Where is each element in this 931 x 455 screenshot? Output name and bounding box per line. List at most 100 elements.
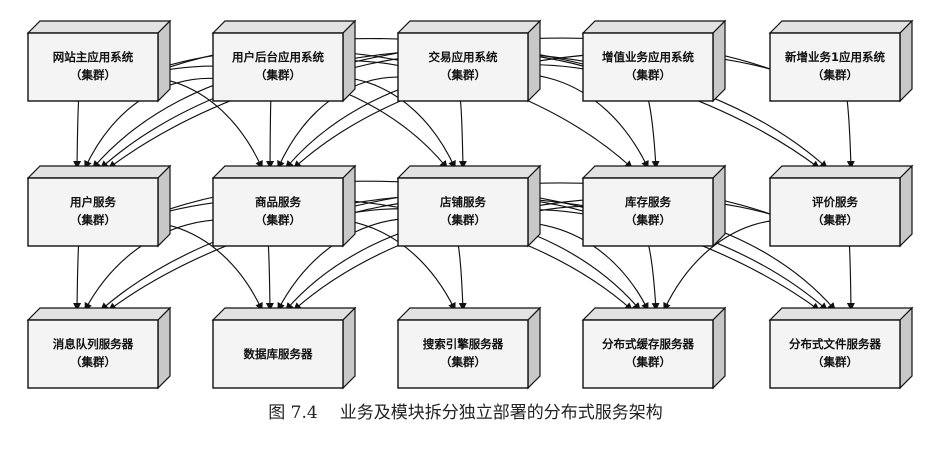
- box-sublabel: （集群）: [70, 355, 116, 369]
- box-top-face: [396, 20, 542, 34]
- box-front-face: [397, 177, 529, 247]
- box-service-1: 商品服务 （集群）: [211, 164, 357, 248]
- box-side-face: [342, 306, 356, 390]
- box-application-4: 新增业务1应用系统 （集群）: [768, 19, 914, 103]
- box-sublabel: （集群）: [625, 213, 671, 227]
- box-label: 增值业务应用系统: [602, 50, 694, 64]
- box-side-face: [157, 19, 171, 103]
- box-top-face: [581, 20, 727, 34]
- architecture-diagram: 网站主应用系统（集群）用户后台应用系统（集群）交易应用系统（集群）增值业务应用系…: [26, 19, 914, 390]
- box-infrastructure-4: 分布式文件服务器 （集群）: [768, 306, 914, 390]
- box-top-face: [581, 165, 727, 179]
- box-label: 店铺服务: [440, 195, 486, 209]
- box-label: 库存服务: [625, 195, 671, 209]
- box-side-face: [712, 164, 726, 248]
- box-application-0: 网站主应用系统 （集群）: [26, 19, 172, 103]
- box-front-face: [27, 319, 159, 389]
- box-application-2: 交易应用系统（集群）: [396, 19, 542, 103]
- node-boxes: 网站主应用系统（集群）用户后台应用系统（集群）交易应用系统（集群）增值业务应用系…: [26, 19, 914, 390]
- box-top-face: [396, 307, 542, 321]
- box-side-face: [712, 19, 726, 103]
- box-label: 交易应用系统: [429, 50, 498, 64]
- box-label: 新增业务1应用系统: [785, 50, 886, 64]
- box-label: 数据库服务器: [244, 347, 313, 361]
- box-application-1: 用户后台应用系统 （集群）: [211, 19, 357, 103]
- box-front-face: [27, 177, 159, 247]
- box-side-face: [342, 19, 356, 103]
- box-front-face: [212, 319, 344, 389]
- figure-title: 业务及模块拆分独立部署的分布式服务架构: [339, 403, 663, 423]
- box-sublabel: （集群）: [70, 213, 116, 227]
- box-front-face: [769, 32, 901, 102]
- box-sublabel: （集群）: [625, 68, 671, 82]
- box-top-face: [768, 20, 914, 34]
- box-side-face: [712, 306, 726, 390]
- box-top-face: [768, 165, 914, 179]
- box-side-face: [527, 306, 541, 390]
- box-infrastructure-3: 分布式缓存服务器 （集群）: [581, 306, 727, 390]
- box-sublabel: （集群）: [255, 213, 301, 227]
- box-side-face: [899, 19, 913, 103]
- service-to-infra-arrow: [293, 197, 836, 311]
- box-side-face: [157, 164, 171, 248]
- box-front-face: [582, 177, 714, 247]
- box-sublabel: （集群）: [440, 213, 486, 227]
- box-sublabel: （集群）: [812, 355, 858, 369]
- box-infrastructure-2: 搜索引擎服务器 （集群）: [396, 306, 542, 390]
- app-to-service-arrow: [293, 52, 836, 169]
- box-front-face: [582, 32, 714, 102]
- box-label: 分布式文件服务器: [789, 337, 881, 351]
- app-to-service-arrow: [98, 49, 633, 169]
- box-top-face: [581, 307, 727, 321]
- service-to-infra-arrow: [92, 197, 633, 311]
- box-infrastructure-0: 消息队列服务器 （集群）: [26, 306, 172, 390]
- box-label: 用户服务: [69, 195, 116, 209]
- box-sublabel: （集群）: [812, 213, 858, 227]
- box-side-face: [527, 19, 541, 103]
- box-sublabel: （集群）: [255, 68, 301, 82]
- box-top-face: [396, 165, 542, 179]
- box-sublabel: （集群）: [625, 355, 671, 369]
- figure-caption: 图 7.4 业务及模块拆分独立部署的分布式服务架构: [0, 398, 931, 423]
- box-top-face: [768, 307, 914, 321]
- box-label: 搜索引擎服务器: [423, 337, 504, 351]
- box-service-2: 店铺服务 （集群）: [396, 164, 542, 248]
- box-service-4: 评价服务 （集群）: [768, 164, 914, 248]
- box-top-face: [26, 307, 172, 321]
- box-front-face: [27, 32, 159, 102]
- box-top-face: [211, 165, 357, 179]
- box-sublabel: （集群）: [812, 68, 858, 82]
- figure-number: 图 7.4: [268, 403, 318, 423]
- box-service-3: 库存服务 （集群）: [581, 164, 727, 248]
- box-label: 评价服务: [812, 195, 858, 209]
- box-top-face: [26, 165, 172, 179]
- box-front-face: [397, 319, 529, 389]
- box-side-face: [899, 306, 913, 390]
- box-front-face: [212, 177, 344, 247]
- box-front-face: [769, 319, 901, 389]
- box-front-face: [582, 319, 714, 389]
- app-to-service-arrow: [456, 89, 467, 169]
- box-side-face: [342, 164, 356, 248]
- box-label: 网站主应用系统: [53, 50, 134, 64]
- box-label: 消息队列服务器: [53, 337, 134, 351]
- service-to-infra-arrow: [283, 197, 828, 311]
- box-front-face: [397, 32, 529, 102]
- box-label: 分布式缓存服务器: [602, 337, 694, 351]
- box-top-face: [211, 307, 357, 321]
- box-top-face: [211, 20, 357, 34]
- app-to-service-arrow: [283, 52, 828, 169]
- box-side-face: [899, 164, 913, 248]
- box-application-3: 增值业务应用系统 （集群）: [581, 19, 727, 103]
- box-side-face: [157, 306, 171, 390]
- box-sublabel: （集群）: [440, 355, 486, 369]
- box-service-0: 用户服务 （集群）: [26, 164, 172, 248]
- box-front-face: [769, 177, 901, 247]
- box-front-face: [212, 32, 344, 102]
- box-infrastructure-1: 数据库服务器: [211, 306, 357, 390]
- box-label: 用户后台应用系统: [231, 50, 324, 64]
- box-label: 商品服务: [255, 195, 301, 209]
- box-sublabel: （集群）: [70, 68, 116, 82]
- box-side-face: [527, 164, 541, 248]
